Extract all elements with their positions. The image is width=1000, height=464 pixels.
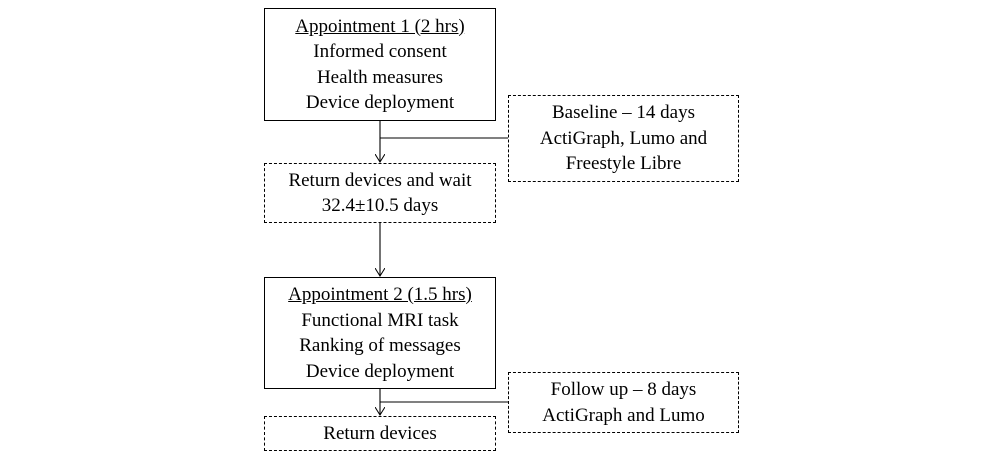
appointment1-line-3: Device deployment [305,92,455,113]
appointment1-title: Appointment 1 (2 hrs) [295,15,465,37]
appointment2-line-2: Ranking of messages [299,335,461,356]
appointment1-box: Appointment 1 (2 hrs) Informed consent H… [264,8,496,121]
wait-box: Return devices and wait 32.4±10.5 days [264,163,496,223]
appointment2-title: Appointment 2 (1.5 hrs) [288,284,472,305]
return-box: Return devices [264,416,496,451]
wait-line-2: 32.4±10.5 days [321,195,439,216]
appointment1-line-1: Informed consent [313,41,447,62]
appointment2-line-1: Functional MRI task [301,309,459,331]
followup-line-2: ActiGraph and Lumo [542,404,705,426]
wait-line-1: Return devices and wait [288,169,472,191]
followup-box: Follow up – 8 days ActiGraph and Lumo [508,372,739,433]
followup-line-1: Follow up – 8 days [550,379,697,400]
baseline-line-2: ActiGraph, Lumo and [539,127,708,149]
appointment2-line-3: Device deployment [305,360,455,382]
baseline-line-1: Baseline – 14 days [551,102,695,124]
baseline-box: Baseline – 14 days ActiGraph, Lumo and F… [508,95,739,182]
appointment1-line-2: Health measures [316,66,444,88]
return-line-1: Return devices [323,422,437,444]
baseline-line-3: Freestyle Libre [565,153,682,175]
appointment2-box: Appointment 2 (1.5 hrs) Functional MRI t… [264,277,496,389]
